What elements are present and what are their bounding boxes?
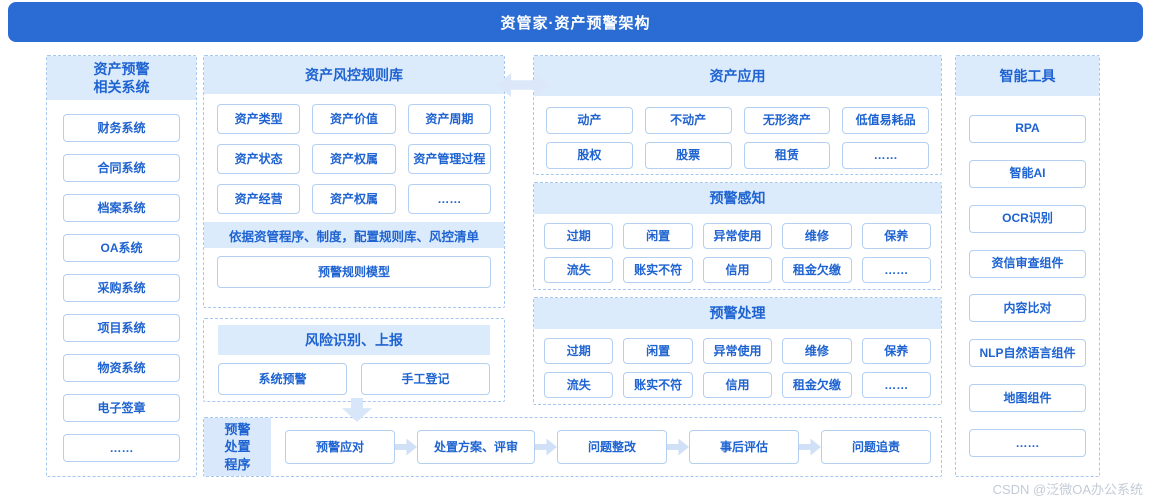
- warning-box: 闲置: [623, 223, 693, 249]
- warning-box: 异常使用: [702, 223, 773, 249]
- system-box: 档案系统: [63, 194, 180, 222]
- tool-box: RPA: [969, 114, 1086, 143]
- tool-box: 智能AI: [969, 159, 1086, 188]
- tool-box: OCR识别: [969, 204, 1086, 233]
- process-step-box: 问题追责: [821, 430, 931, 464]
- flow-arrow-icon: [395, 438, 417, 456]
- asset-type-box: 股权: [546, 142, 633, 169]
- warning-box: 保养: [861, 338, 931, 364]
- warning-sense-title: 预警感知: [534, 183, 941, 214]
- smart-tools-title: 智能工具: [956, 56, 1099, 96]
- flow-arrow-icon: [667, 438, 689, 456]
- rule-box: 资产状态: [217, 144, 301, 174]
- risk-identify-row: 系统预警 手工登记: [218, 363, 490, 395]
- warning-box: 异常使用: [702, 338, 773, 364]
- warning-rule-model-box: 预警规则模型: [217, 256, 491, 288]
- warning-box: 维修: [782, 338, 852, 364]
- rule-box: 资产类型: [217, 104, 301, 134]
- system-box: 电子签章: [63, 394, 180, 422]
- warning-handle-panel: 预警处理 过期 闲置 异常使用 维修 保养 流失 账实不符 信用 租金欠缴 ……: [533, 297, 942, 405]
- warning-handle-title: 预警处理: [534, 298, 941, 329]
- related-systems-panel: 资产预警 相关系统 财务系统 合同系统 档案系统 OA系统 采购系统 项目系统 …: [46, 55, 197, 477]
- asset-type-box: 动产: [546, 107, 633, 134]
- rule-box: 资产权属: [312, 144, 396, 174]
- system-box: 财务系统: [63, 114, 180, 142]
- process-step-box: 事后评估: [689, 430, 799, 464]
- warning-sense-panel: 预警感知 过期 闲置 异常使用 维修 保养 流失 账实不符 信用 租金欠缴 ……: [533, 182, 942, 290]
- asset-apps-title: 资产应用: [534, 56, 941, 96]
- flow-arrow-icon: [799, 438, 821, 456]
- tool-box: 地图组件: [969, 384, 1086, 413]
- risk-identify-title: 风险识别、上报: [218, 325, 490, 355]
- rule-box-more: ……: [407, 184, 491, 214]
- rule-box: 资产权属: [312, 184, 396, 214]
- system-box: 项目系统: [63, 314, 180, 342]
- smart-tools-list: RPA 智能AI OCR识别 资信审查组件 内容比对 NLP自然语言组件 地图组…: [956, 96, 1099, 476]
- process-flow-title: 预警 处置 程序: [204, 418, 271, 476]
- risk-rules-panel: 资产风控规则库 资产类型 资产价值 资产周期 资产状态 资产权属 资产管理过程 …: [203, 55, 505, 308]
- risk-identify-panel: 风险识别、上报 系统预警 手工登记: [203, 318, 505, 402]
- warning-box: 维修: [782, 223, 852, 249]
- warning-box: 闲置: [623, 338, 693, 364]
- asset-type-box: 股票: [644, 142, 732, 169]
- tool-box: 内容比对: [969, 294, 1086, 323]
- system-box: 合同系统: [63, 154, 180, 182]
- warning-box: 过期: [544, 338, 614, 364]
- warning-box: 租金欠缴: [782, 257, 852, 283]
- watermark: CSDN @泛微OA办公系统: [992, 482, 1143, 497]
- warning-box: 账实不符: [623, 372, 693, 398]
- warning-box: 信用: [702, 257, 773, 283]
- asset-type-box: 不动产: [644, 107, 732, 134]
- asset-type-box: 低值易耗品: [842, 107, 929, 134]
- asset-type-box: 无形资产: [743, 107, 831, 134]
- warning-box: 账实不符: [623, 257, 693, 283]
- related-systems-title: 资产预警 相关系统: [47, 56, 196, 100]
- process-step-box: 处置方案、评审: [417, 430, 535, 464]
- warning-box: 过期: [544, 223, 614, 249]
- system-box-more: ……: [63, 434, 180, 462]
- warning-box: 租金欠缴: [782, 372, 852, 398]
- smart-tools-panel: 智能工具 RPA 智能AI OCR识别 资信审查组件 内容比对 NLP自然语言组…: [955, 55, 1100, 477]
- page-title: 资管家·资产预警架构: [500, 14, 651, 32]
- warning-box: 流失: [544, 257, 614, 283]
- warning-box: 流失: [544, 372, 614, 398]
- risk-rules-title: 资产风控规则库: [204, 56, 504, 94]
- tool-box-more: ……: [969, 429, 1086, 457]
- system-warning-box: 系统预警: [218, 363, 347, 395]
- rule-box: 资产管理过程: [407, 144, 491, 174]
- warning-sense-grid: 过期 闲置 异常使用 维修 保养 流失 账实不符 信用 租金欠缴 ……: [534, 214, 941, 283]
- asset-apps-grid: 动产 不动产 无形资产 低值易耗品 股权 股票 租赁 ……: [534, 96, 941, 169]
- system-box: OA系统: [63, 234, 180, 262]
- rule-box: 资产经营: [217, 184, 301, 214]
- rule-box: 资产价值: [312, 104, 396, 134]
- manual-register-box: 手工登记: [361, 363, 490, 395]
- related-systems-list: 财务系统 合同系统 档案系统 OA系统 采购系统 项目系统 物资系统 电子签章 …: [47, 100, 196, 476]
- warning-box: 信用: [702, 372, 773, 398]
- flow-arrow-icon: [535, 438, 557, 456]
- asset-apps-panel: 资产应用 动产 不动产 无形资产 低值易耗品 股权 股票 租赁 ……: [533, 55, 942, 175]
- risk-rules-grid: 资产类型 资产价值 资产周期 资产状态 资产权属 资产管理过程 资产经营 资产权…: [204, 94, 504, 214]
- system-box: 采购系统: [63, 274, 180, 302]
- asset-type-box-more: ……: [842, 142, 929, 169]
- warning-handle-grid: 过期 闲置 异常使用 维修 保养 流失 账实不符 信用 租金欠缴 ……: [534, 329, 941, 398]
- process-flow-panel: 预警 处置 程序 预警应对 处置方案、评审 问题整改 事后评估 问题追责: [203, 417, 942, 477]
- tool-box: NLP自然语言组件: [969, 339, 1086, 368]
- rule-box: 资产周期: [407, 104, 491, 134]
- process-step-box: 问题整改: [557, 430, 667, 464]
- tool-box: 资信审查组件: [969, 249, 1086, 278]
- system-box: 物资系统: [63, 354, 180, 382]
- asset-type-box: 租赁: [743, 142, 831, 169]
- warning-box-more: ……: [861, 372, 931, 398]
- warning-box: 保养: [861, 223, 931, 249]
- process-step-box: 预警应对: [285, 430, 395, 464]
- warning-box-more: ……: [861, 257, 931, 283]
- process-flow-steps: 预警应对 处置方案、评审 问题整改 事后评估 问题追责: [271, 418, 941, 476]
- rules-config-banner: 依据资管程序、制度，配置规则库、风控清单: [204, 222, 504, 248]
- header-bar: 资管家·资产预警架构: [8, 2, 1143, 42]
